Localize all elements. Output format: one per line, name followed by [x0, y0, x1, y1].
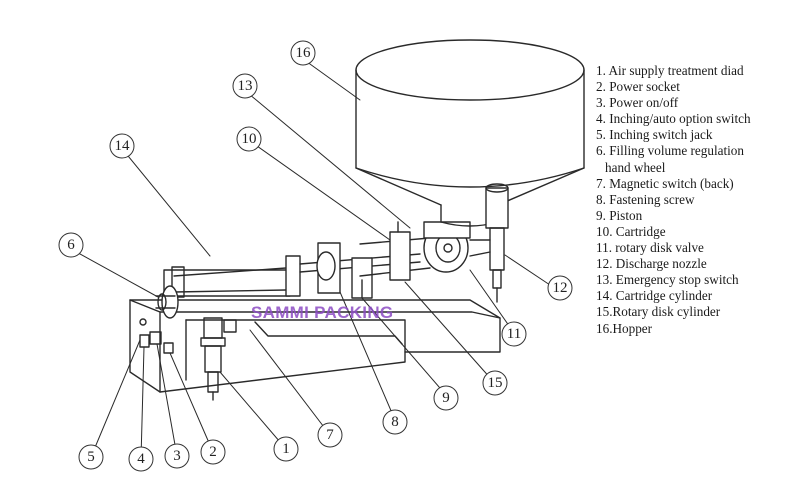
- svg-text:2: 2: [209, 444, 217, 460]
- callout-1: 1: [273, 436, 299, 462]
- svg-text:12: 12: [553, 280, 568, 296]
- callout-14: 14: [109, 133, 135, 159]
- legend-item: 4. Inching/auto option switch: [596, 111, 751, 127]
- legend-item: 12. Discharge nozzle: [596, 256, 707, 272]
- legend-item: 6. Filling volume regulation: [596, 143, 744, 159]
- legend-item: 16.Hopper: [596, 320, 653, 336]
- svg-text:11: 11: [507, 326, 521, 342]
- hand-wheel: [155, 285, 179, 319]
- legend-item: 1. Air supply treatment diad: [596, 63, 744, 78]
- svg-text:5: 5: [87, 449, 95, 465]
- callout-11: 11: [501, 321, 527, 347]
- callout-4: 4: [128, 446, 154, 472]
- legend-item: 2. Power socket: [596, 79, 680, 95]
- legend-item: 3. Power on/off: [596, 95, 679, 111]
- rotary-disk-valve: [423, 221, 491, 273]
- legend-item: 13. Emergency stop switch: [596, 272, 739, 288]
- air-supply-treatment-unit: [200, 317, 237, 401]
- callout-9: 9: [433, 385, 459, 411]
- svg-text:14: 14: [115, 138, 131, 154]
- legend-item: 15.Rotary disk cylinder: [596, 304, 721, 320]
- legend-item: 7. Magnetic switch (back): [596, 175, 734, 191]
- legend-item: 14. Cartridge cylinder: [596, 288, 713, 304]
- callout-3: 3: [164, 443, 190, 469]
- leader-lines: [70, 58, 551, 460]
- svg-text:4: 4: [137, 451, 145, 467]
- svg-text:13: 13: [238, 78, 253, 94]
- callout-8: 8: [382, 409, 408, 435]
- svg-text:15: 15: [488, 375, 503, 391]
- parts-legend: 1. Air supply treatment diad 2. Power so…: [596, 63, 796, 337]
- svg-text:9: 9: [442, 390, 450, 406]
- legend-item: 10. Cartridge: [596, 223, 666, 239]
- watermark: SAMMI PACKING: [251, 303, 394, 322]
- callouts: 1 2 3 4 5 6 7 8 9 10 11 12 13 14 15 16: [58, 40, 573, 472]
- legend-item: 8. Fastening screw: [596, 191, 695, 207]
- cartridge-cylinder: [163, 255, 301, 298]
- callout-7: 7: [317, 422, 343, 448]
- callout-13: 13: [232, 73, 258, 99]
- svg-text:6: 6: [67, 237, 75, 253]
- callout-12: 12: [547, 275, 573, 301]
- svg-text:1: 1: [282, 441, 290, 457]
- callout-6: 6: [58, 232, 84, 258]
- callout-10: 10: [236, 126, 262, 152]
- svg-text:3: 3: [173, 448, 181, 464]
- svg-text:7: 7: [326, 427, 334, 443]
- piston-assembly: [299, 242, 421, 299]
- callout-16: 16: [290, 40, 316, 66]
- svg-text:10: 10: [242, 131, 257, 147]
- callout-15: 15: [482, 370, 508, 396]
- hopper: [355, 39, 585, 227]
- callout-2: 2: [200, 439, 226, 465]
- legend-item-continuation: hand wheel: [605, 159, 666, 175]
- svg-text:16: 16: [296, 45, 312, 61]
- legend-item: 5. Inching switch jack: [596, 127, 713, 143]
- legend-item: 11. rotary disk valve: [596, 240, 704, 256]
- legend-item: 9. Piston: [596, 207, 643, 223]
- discharge-nozzle: [485, 183, 509, 303]
- svg-text:8: 8: [391, 414, 399, 430]
- cartridge: [359, 221, 431, 281]
- callout-5: 5: [78, 444, 104, 470]
